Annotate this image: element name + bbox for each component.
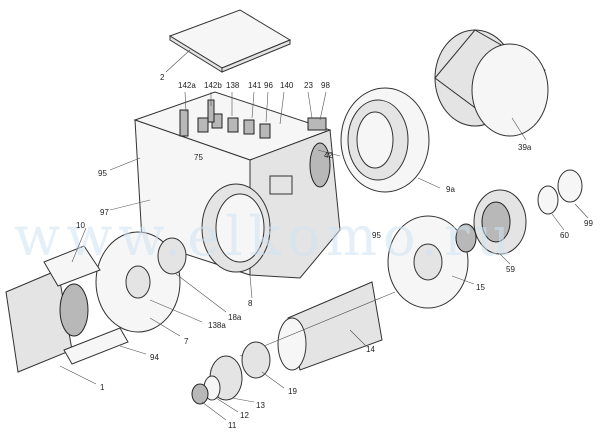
leader-lines bbox=[59, 49, 589, 421]
grille-bearing bbox=[59, 283, 89, 337]
label-142a: 142a bbox=[178, 81, 196, 90]
terminal-box bbox=[269, 175, 293, 195]
label-95-right: 95 bbox=[372, 231, 381, 240]
label-7: 7 bbox=[184, 337, 189, 346]
terminal-3 bbox=[227, 117, 239, 133]
label-75: 75 bbox=[194, 153, 203, 162]
mesh-cylinder-front bbox=[471, 43, 549, 137]
terminal-block-group bbox=[179, 99, 327, 195]
nut-11 bbox=[191, 383, 209, 405]
label-13: 13 bbox=[256, 401, 265, 410]
stator-bore bbox=[215, 193, 265, 263]
label-138: 138 bbox=[226, 81, 240, 90]
grille-base-94 bbox=[63, 327, 129, 365]
ring-60 bbox=[537, 185, 559, 215]
label-12: 12 bbox=[240, 411, 249, 420]
top-cover-plate bbox=[168, 9, 292, 69]
label-11: 11 bbox=[228, 421, 237, 430]
terminal-4 bbox=[243, 119, 255, 135]
exciter-rotor-face bbox=[481, 201, 511, 243]
label-19: 19 bbox=[288, 387, 297, 396]
label-99: 99 bbox=[584, 219, 593, 228]
label-60: 60 bbox=[560, 231, 569, 240]
terminal-5 bbox=[259, 123, 271, 139]
label-9a: 9a bbox=[446, 185, 455, 194]
housing-ring-core bbox=[356, 111, 394, 169]
part-labels: 2 142a 142b 138 141 96 140 23 98 75 42 9… bbox=[76, 73, 593, 430]
label-8: 8 bbox=[248, 299, 253, 308]
label-142b: 142b bbox=[204, 81, 222, 90]
label-39a: 39a bbox=[518, 143, 532, 152]
label-138a: 138a bbox=[208, 321, 226, 330]
label-15: 15 bbox=[476, 283, 485, 292]
bearing-19 bbox=[241, 341, 271, 379]
label-98: 98 bbox=[321, 81, 330, 90]
terminal-1 bbox=[197, 117, 209, 133]
rotor-shaft bbox=[239, 291, 396, 357]
rotor-end bbox=[277, 317, 307, 371]
label-23: 23 bbox=[304, 81, 313, 90]
part-98-block bbox=[307, 117, 327, 131]
label-2: 2 bbox=[160, 73, 165, 82]
label-14: 14 bbox=[366, 345, 375, 354]
label-141: 141 bbox=[248, 81, 262, 90]
label-18a: 18a bbox=[228, 313, 242, 322]
end-shield-hub bbox=[125, 265, 151, 299]
label-59: 59 bbox=[506, 265, 515, 274]
label-96: 96 bbox=[264, 81, 273, 90]
label-1: 1 bbox=[100, 383, 105, 392]
terminal-rail-142a bbox=[179, 109, 189, 137]
label-10: 10 bbox=[76, 221, 85, 230]
label-140: 140 bbox=[280, 81, 294, 90]
rotor-fan-hub bbox=[413, 243, 443, 281]
label-42: 42 bbox=[324, 151, 333, 160]
grille-top bbox=[43, 245, 101, 287]
frame-side-ring bbox=[309, 142, 331, 188]
label-94: 94 bbox=[150, 353, 159, 362]
fan-bushing bbox=[455, 223, 477, 253]
label-95-left: 95 bbox=[98, 169, 107, 178]
seal-ring-18a bbox=[157, 237, 187, 275]
watermark-text: www.elkomo.ru bbox=[14, 205, 516, 268]
top-cover-edge-2 bbox=[221, 39, 291, 73]
ring-99 bbox=[557, 169, 583, 203]
label-97: 97 bbox=[100, 208, 109, 217]
